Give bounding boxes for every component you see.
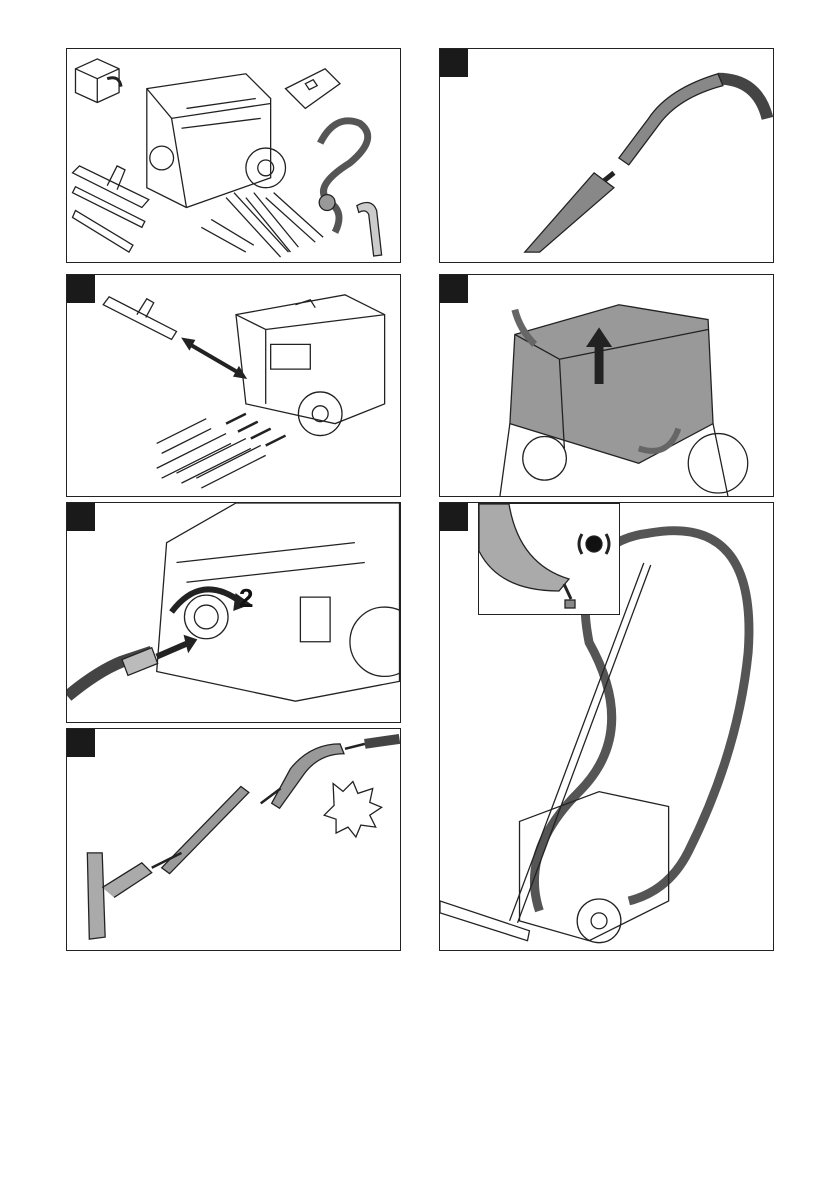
panel-lid-removal (439, 274, 774, 497)
foot (479, 504, 571, 592)
hose-end (364, 734, 400, 749)
tilt-arrow (511, 308, 538, 347)
step-badge (67, 503, 95, 531)
step-badge (67, 275, 95, 303)
extension-tube (508, 562, 652, 924)
hose (67, 646, 159, 701)
panel-operation (439, 502, 774, 951)
hose-connect-illustration (67, 503, 400, 702)
vacuum-body (146, 73, 287, 209)
assembly-arrows (151, 742, 366, 869)
panel-accessory-storage (66, 274, 401, 497)
hose (529, 526, 754, 913)
rotate-arrow (169, 586, 243, 614)
vibration-icon (577, 533, 611, 555)
accessory-storage-illustration (102, 294, 386, 489)
double-arrow (185, 340, 242, 376)
floor-nozzle (71, 165, 150, 253)
extension-tubes (156, 418, 267, 489)
vacuum-body (518, 790, 670, 944)
container (499, 423, 749, 496)
operation-illustration (440, 526, 754, 944)
extension-tubes (200, 192, 324, 258)
handle-tube (617, 72, 724, 166)
click-burst (322, 780, 384, 839)
step-badge (440, 275, 468, 303)
extension-tube (160, 785, 250, 875)
vacuum-body (156, 503, 400, 702)
panel-tube-assembly (66, 728, 401, 951)
panel-hose-connect: 2 (66, 502, 401, 723)
panel-crevice-nozzle (439, 48, 774, 263)
step-badge (440, 503, 468, 531)
crevice-nozzle (523, 171, 615, 253)
step-badge (67, 729, 95, 757)
lid (509, 304, 714, 464)
hose (317, 117, 372, 234)
lid-removal-illustration (499, 304, 749, 496)
unpack-illustration (71, 58, 383, 258)
panel-unpack-contents (66, 48, 401, 263)
floor-nozzle (86, 852, 153, 940)
filter-holder (284, 68, 341, 110)
elbow-tube (356, 201, 383, 257)
step-badge (440, 49, 468, 77)
press-arrow (562, 583, 573, 600)
insert-arrow (155, 640, 188, 660)
floor-nozzle (440, 900, 531, 942)
latch-arrow (637, 427, 682, 454)
crevice-nozzle-illustration (523, 72, 773, 253)
box-icon (74, 58, 123, 104)
vacuum-body (235, 294, 386, 437)
foot-switch-illustration (479, 504, 611, 609)
tube-arrows (225, 412, 287, 447)
tube-assembly-illustration (86, 734, 400, 940)
floor-nozzle (102, 295, 178, 341)
hose (717, 72, 773, 121)
handle-tube (270, 743, 345, 810)
switch-inset (478, 503, 620, 615)
rotation-step-label: 2 (239, 583, 254, 613)
